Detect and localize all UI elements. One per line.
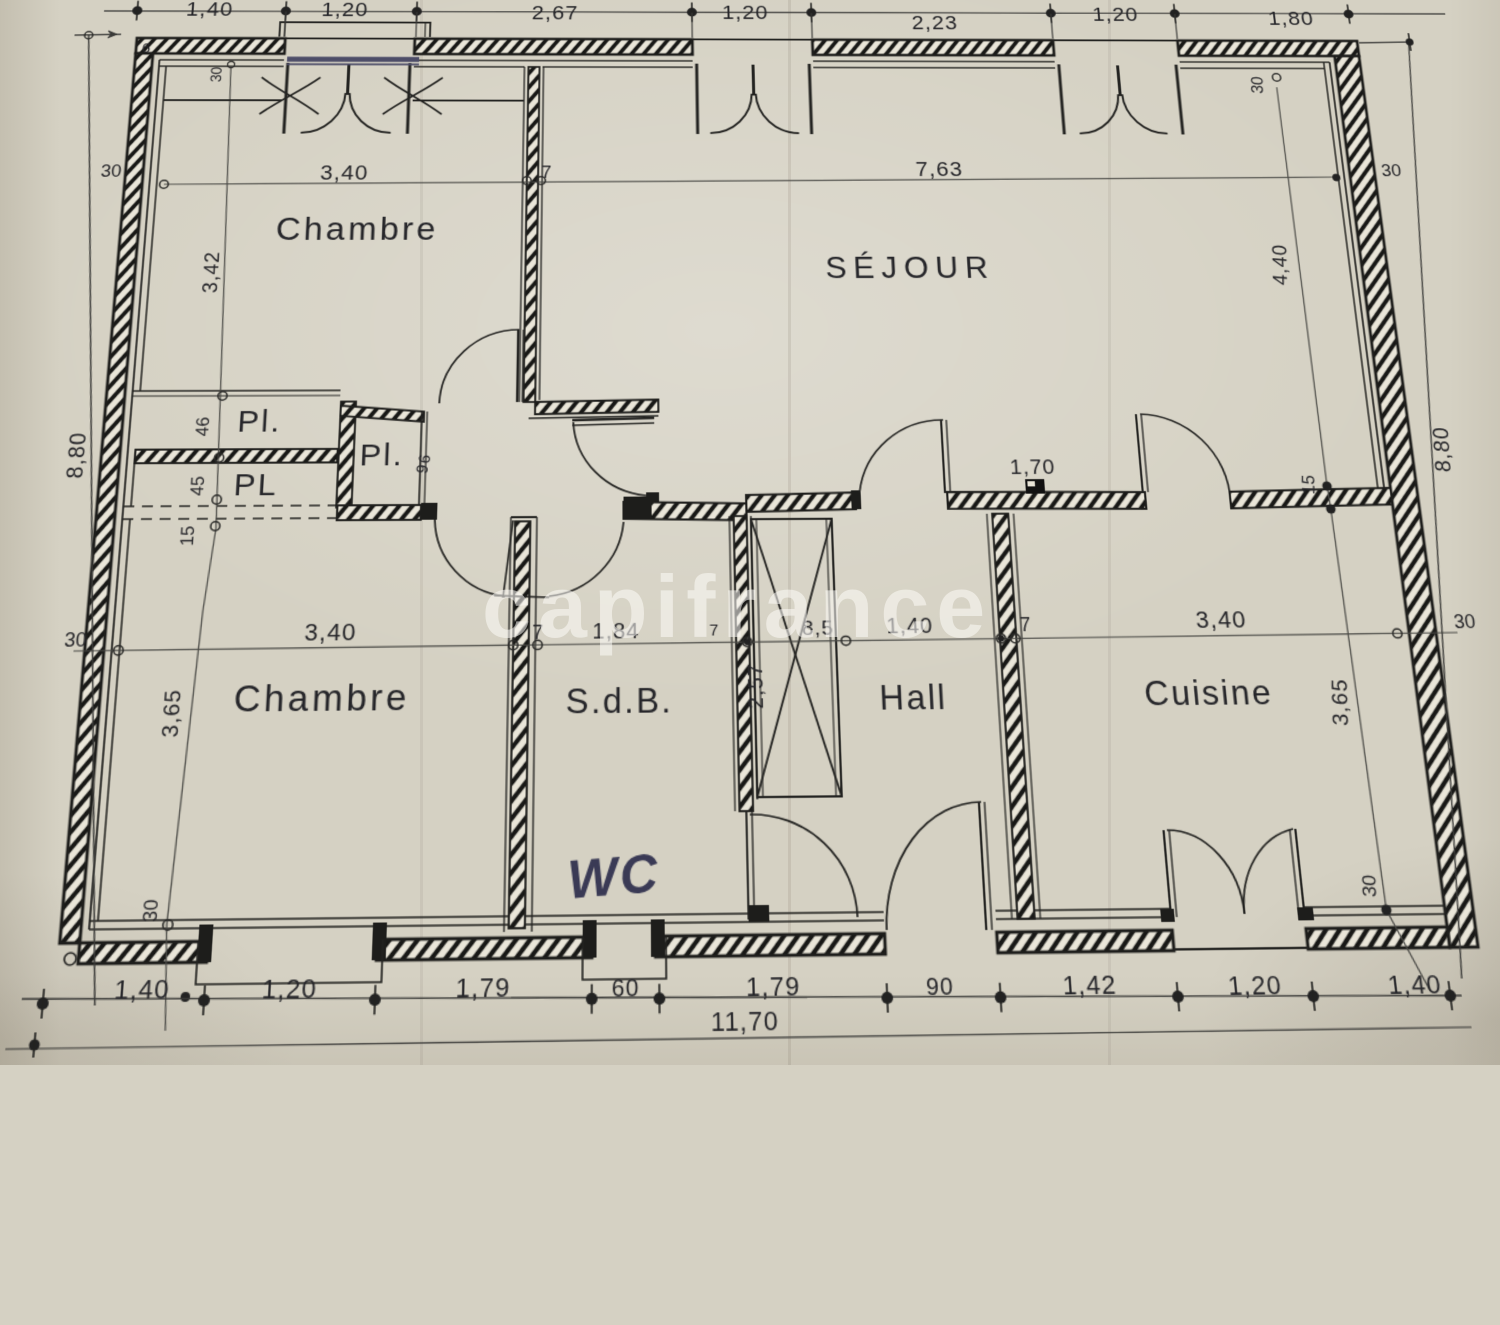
svg-text:1,80: 1,80 (1267, 8, 1315, 30)
svg-text:3,42: 3,42 (198, 251, 224, 293)
svg-text:1,20: 1,20 (722, 2, 769, 24)
svg-text:1,20: 1,20 (1092, 4, 1140, 26)
svg-text:30: 30 (140, 899, 163, 922)
svg-text:1,20: 1,20 (261, 974, 318, 1005)
svg-text:96: 96 (412, 452, 434, 475)
svg-text:7,63: 7,63 (915, 158, 964, 181)
svg-text:45: 45 (188, 476, 209, 496)
svg-text:PL: PL (233, 466, 279, 502)
svg-text:6: 6 (141, 40, 151, 55)
svg-text:15: 15 (1299, 474, 1319, 495)
svg-text:30: 30 (207, 67, 225, 82)
svg-text:1,79: 1,79 (746, 972, 801, 1003)
svg-text:Cuisine: Cuisine (1143, 675, 1275, 714)
svg-text:S.d.B.: S.d.B. (566, 683, 674, 722)
svg-text:60: 60 (611, 974, 639, 1002)
svg-text:30: 30 (1360, 874, 1381, 898)
svg-text:30: 30 (1380, 161, 1402, 180)
svg-text:SÉJOUR: SÉJOUR (825, 251, 996, 285)
svg-text:3,40: 3,40 (1195, 607, 1248, 634)
svg-text:WC: WC (566, 843, 662, 911)
svg-text:1,20: 1,20 (1227, 970, 1283, 1000)
svg-text:Hall: Hall (879, 679, 949, 718)
svg-text:3,65: 3,65 (1327, 677, 1353, 726)
svg-text:3,40: 3,40 (304, 619, 357, 646)
svg-text:7: 7 (541, 163, 551, 182)
svg-text:11,70: 11,70 (711, 1007, 780, 1038)
svg-text:1,79: 1,79 (455, 973, 510, 1004)
svg-text:8,80: 8,80 (62, 432, 92, 479)
svg-text:2,67: 2,67 (532, 2, 579, 24)
svg-text:1,70: 1,70 (1009, 455, 1056, 478)
svg-text:1,20: 1,20 (321, 0, 369, 21)
svg-text:30: 30 (100, 162, 122, 181)
svg-text:Pl.: Pl. (236, 403, 282, 438)
svg-text:3,40: 3,40 (320, 162, 369, 185)
svg-text:30: 30 (1249, 76, 1267, 95)
svg-text:90: 90 (925, 973, 954, 1001)
svg-text:Pl.: Pl. (359, 437, 405, 473)
svg-text:30: 30 (63, 629, 87, 652)
svg-text:1,42: 1,42 (1062, 971, 1118, 1001)
svg-text:Chambre: Chambre (232, 677, 410, 720)
svg-text:8,80: 8,80 (1429, 426, 1457, 473)
svg-text:2,23: 2,23 (911, 12, 958, 34)
svg-text:30: 30 (1452, 611, 1476, 633)
svg-text:Chambre: Chambre (275, 211, 439, 247)
svg-text:46: 46 (193, 417, 214, 437)
svg-text:1,40: 1,40 (185, 0, 234, 21)
svg-text:1,40: 1,40 (1386, 970, 1443, 1000)
svg-text:3,65: 3,65 (157, 689, 186, 738)
svg-text:1,40: 1,40 (113, 974, 170, 1005)
svg-text:15: 15 (178, 526, 199, 546)
svg-text:2,57: 2,57 (743, 663, 768, 709)
svg-text:4,40: 4,40 (1268, 243, 1292, 286)
